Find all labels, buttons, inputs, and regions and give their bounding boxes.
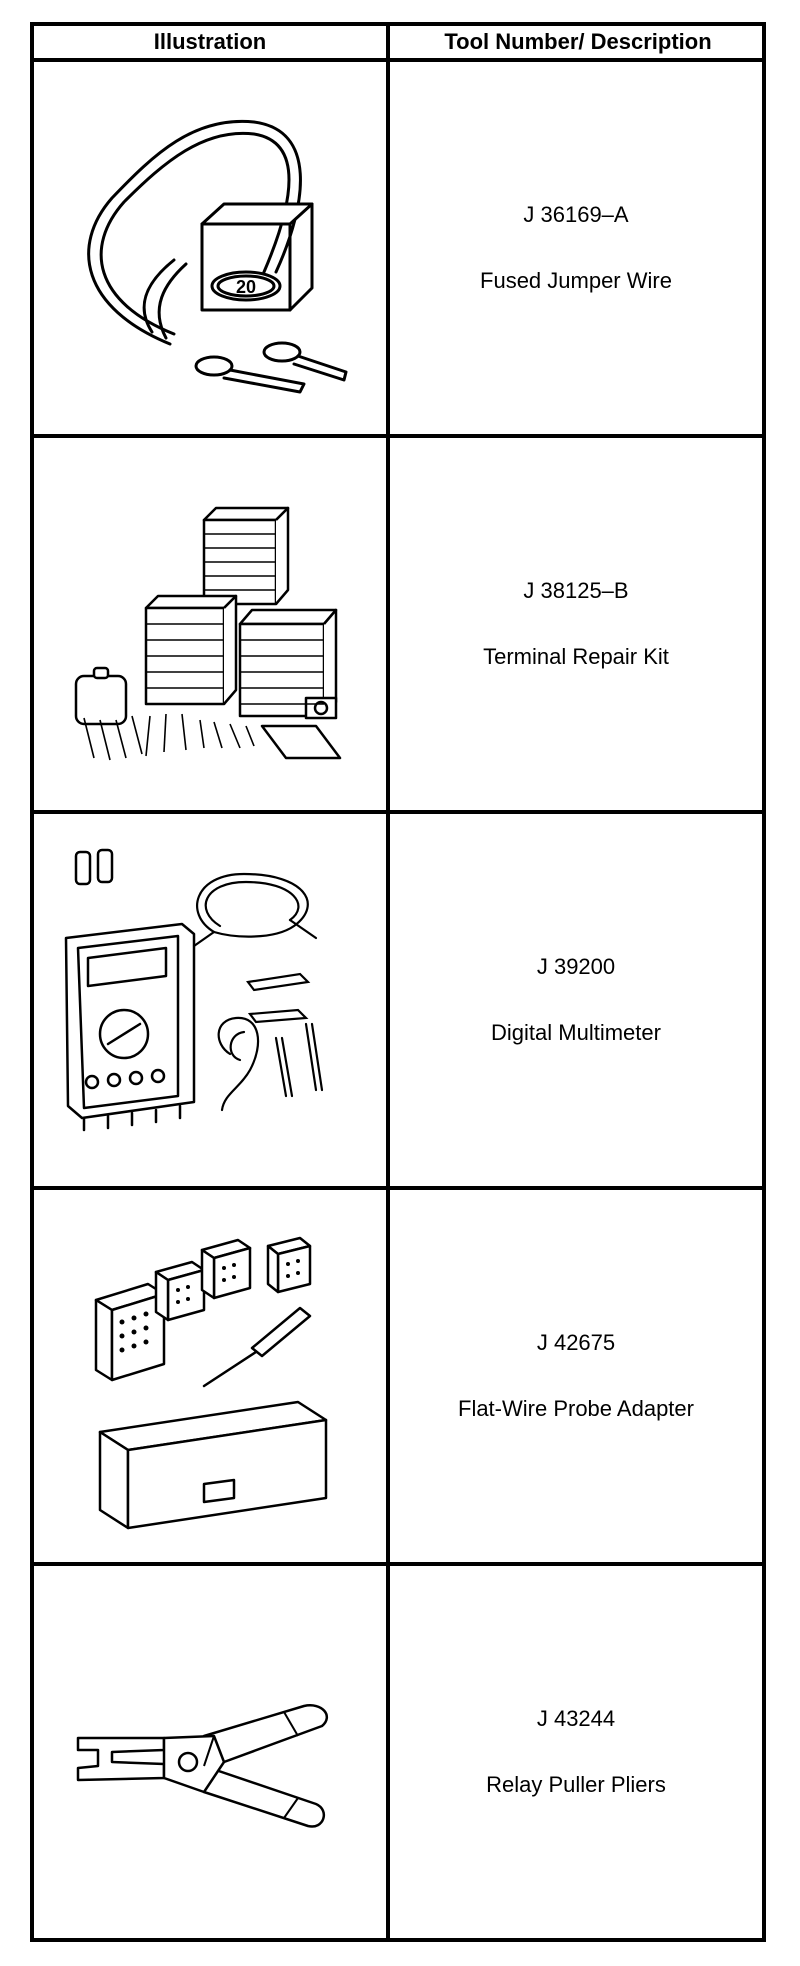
tool-name: Terminal Repair Kit (483, 644, 669, 669)
table-row: 20 J 36169–A Fused Jumper Wire (34, 62, 762, 438)
description-cell: J 42675 Flat-Wire Probe Adapter (390, 1190, 762, 1562)
table-row: J 38125–B Terminal Repair Kit (34, 438, 762, 814)
tool-number: J 43244 (536, 1706, 616, 1731)
tool-number: J 38125–B (523, 578, 629, 603)
table-row: J 43244 Relay Puller Pliers (34, 1566, 762, 1938)
tool-name: Flat-Wire Probe Adapter (458, 1396, 694, 1421)
description-cell: J 38125–B Terminal Repair Kit (390, 438, 762, 810)
illustration-cell (34, 1190, 386, 1562)
column-divider (386, 26, 390, 1938)
terminal-repair-kit-icon (74, 506, 342, 761)
description-cell: J 36169–A Fused Jumper Wire (390, 62, 762, 434)
fuse-rating-label: 20 (236, 277, 256, 297)
tool-number: J 42675 (536, 1330, 616, 1355)
illustration-cell (34, 814, 386, 1186)
table-row: J 39200 Digital Multimeter (34, 814, 762, 1190)
tool-name: Digital Multimeter (491, 1020, 661, 1045)
illustration-cell: 20 (34, 62, 386, 434)
header-description: Tool Number/ Description (444, 29, 712, 54)
flat-wire-probe-adapter-icon (94, 1236, 328, 1530)
table-row: J 42675 Flat-Wire Probe Adapter (34, 1190, 762, 1566)
tool-number: J 36169–A (523, 202, 629, 227)
description-cell: J 43244 Relay Puller Pliers (390, 1566, 762, 1938)
tools-table: Illustration Tool Number/ Description (30, 22, 766, 1942)
table-header: Illustration Tool Number/ Description (34, 26, 762, 62)
tool-number: J 39200 (536, 954, 616, 979)
illustration-cell (34, 438, 386, 810)
fused-jumper-wire-icon: 20 (87, 119, 348, 394)
header-illustration: Illustration (153, 29, 267, 54)
tool-name: Fused Jumper Wire (480, 268, 672, 293)
relay-puller-pliers-icon (76, 1704, 329, 1828)
digital-multimeter-icon (64, 848, 324, 1132)
tool-name: Relay Puller Pliers (486, 1772, 666, 1797)
description-cell: J 39200 Digital Multimeter (390, 814, 762, 1186)
illustration-cell (34, 1566, 386, 1938)
